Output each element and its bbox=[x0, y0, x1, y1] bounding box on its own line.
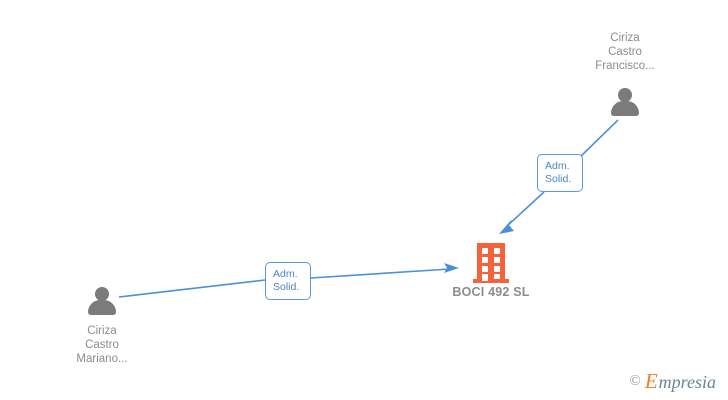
node-person-top-right[interactable] bbox=[608, 88, 642, 116]
person-icon bbox=[85, 287, 119, 315]
arrowhead-bottom-left bbox=[444, 263, 459, 273]
copyright-icon: © bbox=[629, 373, 641, 389]
person-head bbox=[618, 88, 632, 102]
brand-name: mpresia bbox=[658, 371, 716, 392]
building-icon bbox=[473, 243, 509, 285]
relation-box-top-right[interactable]: Adm. Solid. bbox=[537, 154, 583, 192]
label-person-bottom-left: Ciriza Castro Mariano... bbox=[76, 325, 128, 365]
person-head bbox=[95, 287, 109, 301]
edge-bottom-left-left bbox=[118, 279, 266, 298]
person-body bbox=[611, 101, 639, 116]
edge-top-right-upper bbox=[576, 119, 619, 161]
relation-box-bottom-left[interactable]: Adm. Solid. bbox=[265, 262, 311, 300]
edge-bottom-left-right bbox=[310, 268, 451, 279]
arrowhead-top-right bbox=[499, 219, 514, 234]
watermark: © E mpresia bbox=[629, 371, 716, 392]
brand-initial: E bbox=[644, 369, 658, 393]
label-person-top-right: Ciriza Castro Francisco... bbox=[595, 32, 655, 72]
person-body bbox=[88, 300, 116, 315]
label-company: BOCI 492 SL bbox=[452, 285, 530, 299]
person-icon bbox=[608, 88, 642, 116]
edge-top-right-lower bbox=[505, 191, 545, 228]
node-person-bottom-left[interactable] bbox=[85, 287, 119, 315]
node-company[interactable] bbox=[473, 243, 509, 285]
